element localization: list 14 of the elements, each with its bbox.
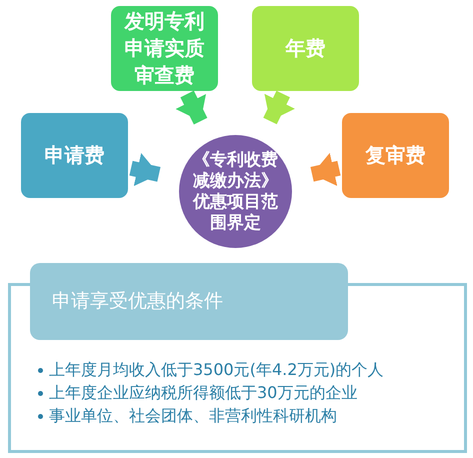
center-circle: 《专利收费减缴办法》优惠项目范围界定	[179, 135, 292, 248]
block-arrow	[310, 152, 341, 186]
fee-box: 年费	[252, 6, 359, 91]
fee-box: 发明专利申请实质审查费	[111, 6, 218, 91]
fee-box: 复审费	[342, 113, 449, 198]
block-arrow	[129, 152, 161, 186]
list-item: 上年度企业应纳税所得额低于30万元的企业	[49, 383, 358, 403]
list-item: 上年度月均收入低于3500元(年4.2万元)的个人	[49, 360, 384, 380]
fee-box: 申请费	[21, 113, 128, 198]
panel-frame	[8, 283, 467, 453]
list-item: 事业单位、社会团体、非营利性科研机构	[49, 406, 337, 426]
heading-tab: 申请享受优惠的条件	[30, 263, 348, 340]
block-arrow	[263, 90, 295, 124]
block-arrow	[176, 90, 208, 125]
